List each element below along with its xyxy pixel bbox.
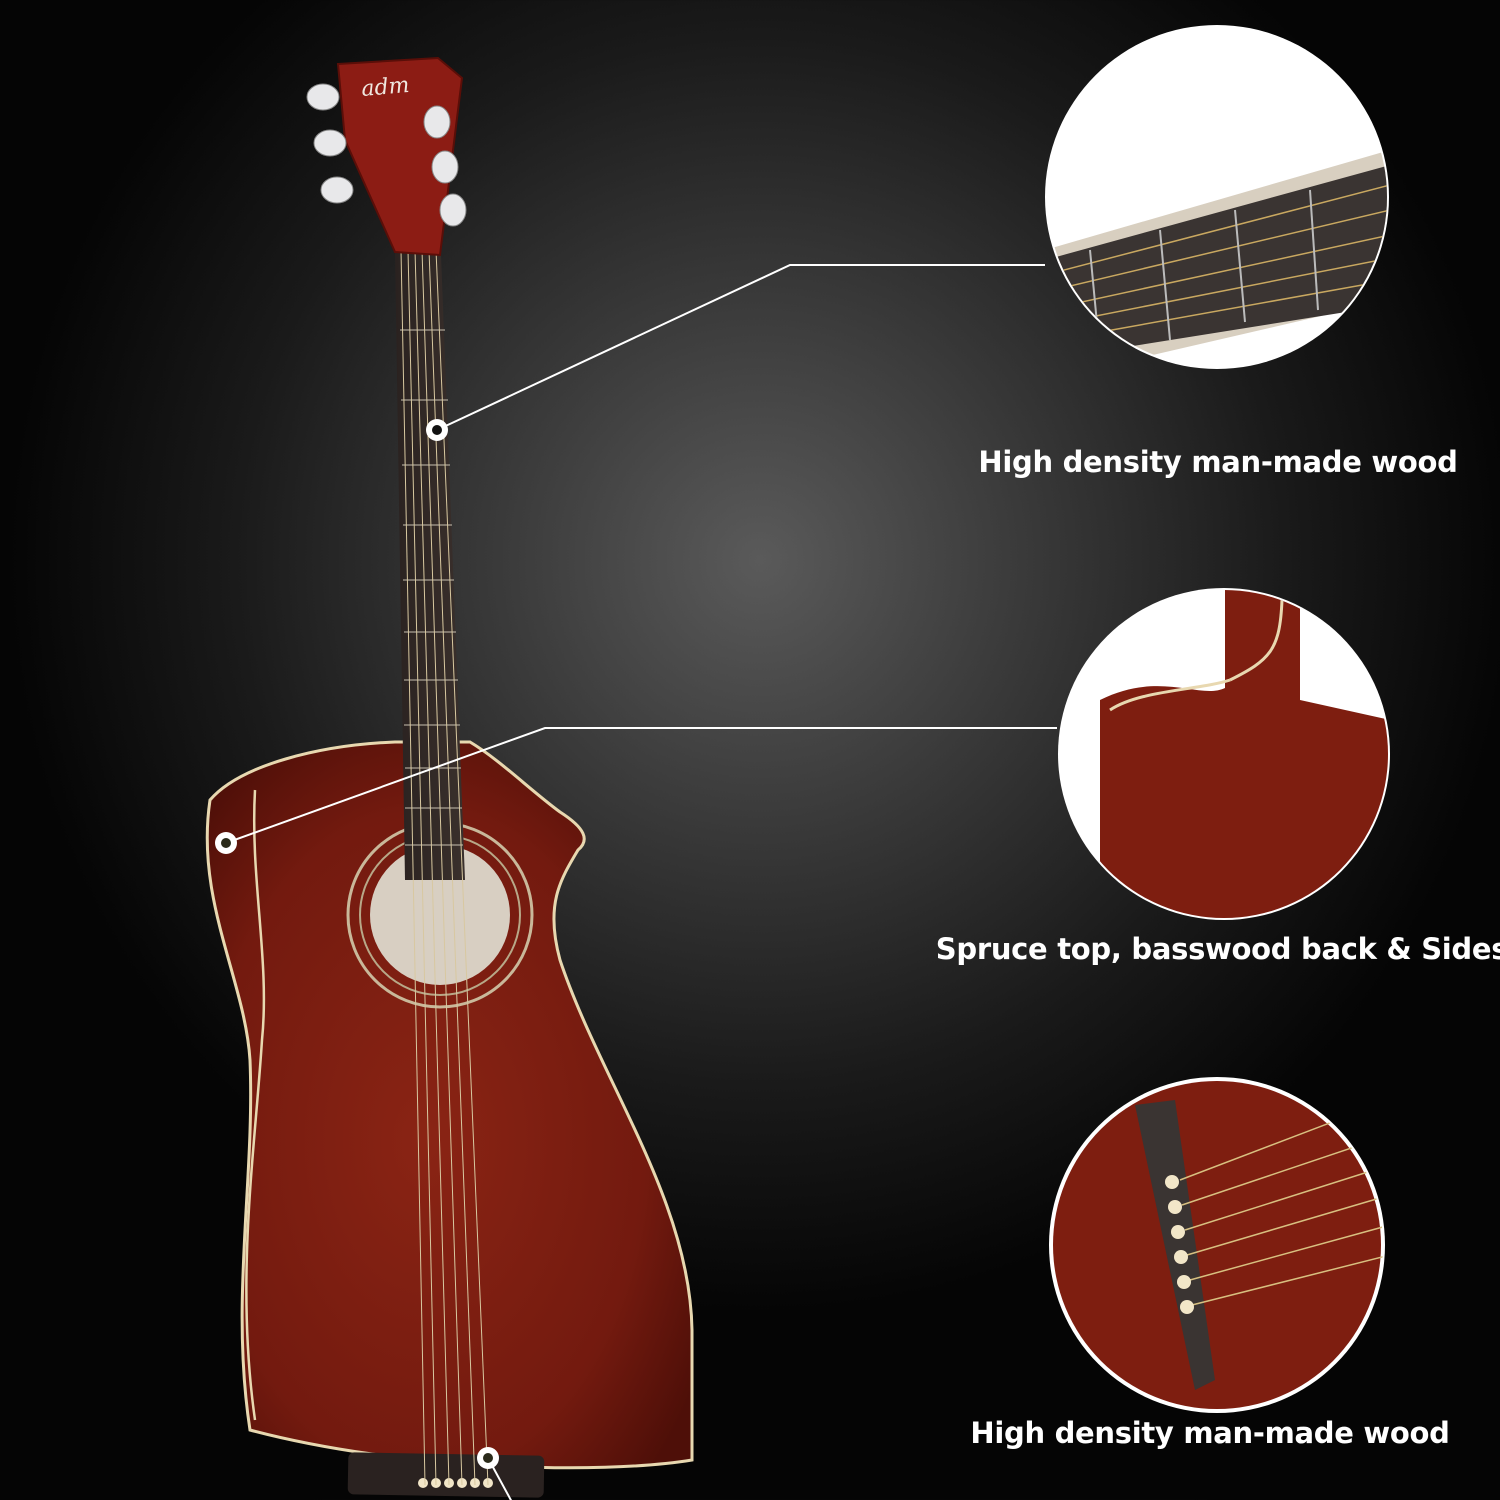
feature-label-bridge: High density man-made wood <box>970 1416 1450 1450</box>
tuning-pegs <box>306 83 467 227</box>
guitar-headstock: adm <box>306 56 467 257</box>
guitar-neck <box>395 249 489 1486</box>
detail-fretboard-circle <box>1045 25 1389 369</box>
feature-label-body: Spruce top, basswood back & Sides <box>935 932 1500 966</box>
callout-markers <box>215 419 499 1469</box>
brand-logo: adm <box>360 73 410 102</box>
bridge <box>347 1452 545 1498</box>
detail-body-circle <box>1058 588 1390 920</box>
feature-label-fretboard: High density man-made wood <box>978 445 1458 479</box>
callout-lines <box>225 264 1057 1500</box>
detail-bridge-circle <box>1049 1077 1385 1413</box>
